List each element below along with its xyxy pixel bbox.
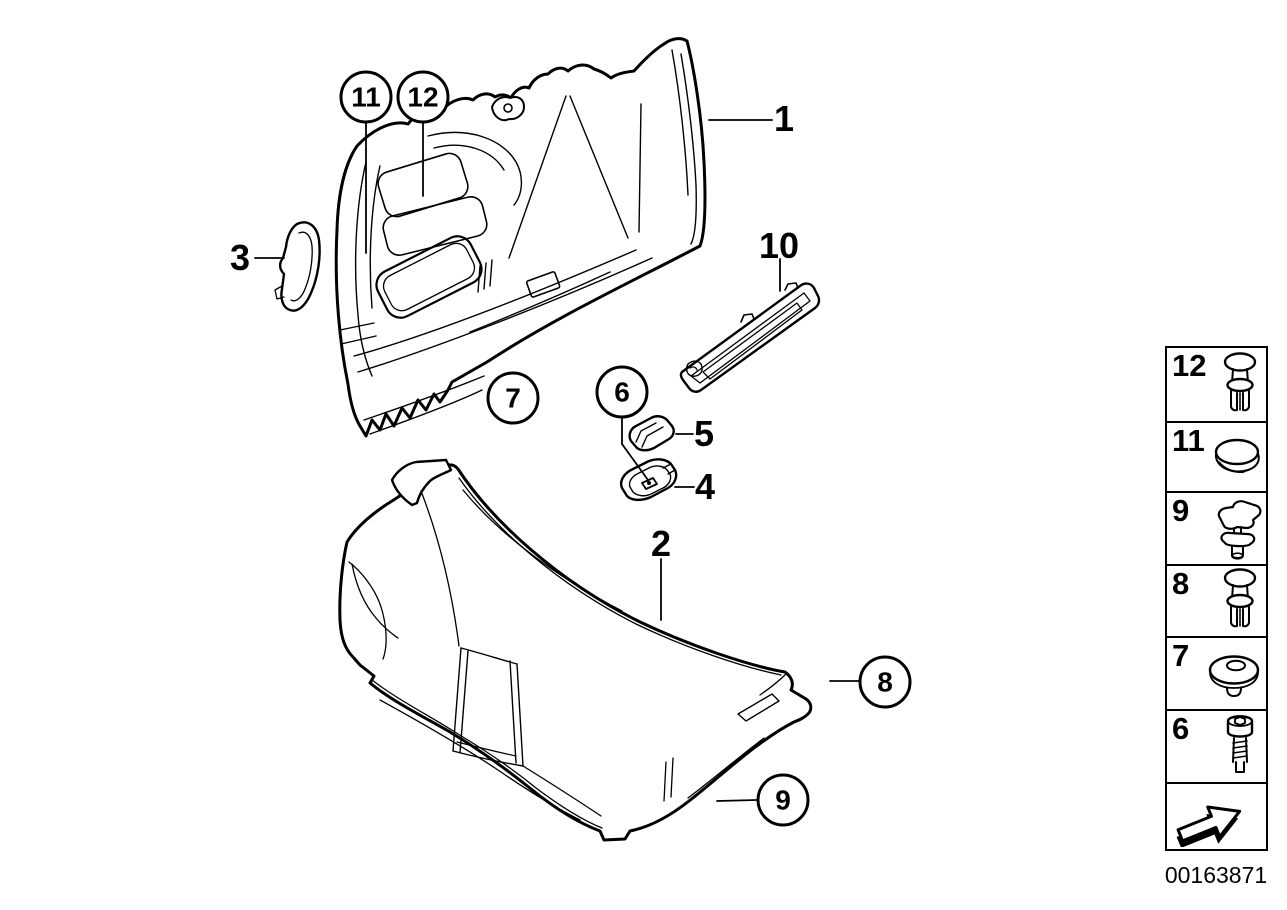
legend-part-number: 8	[1172, 566, 1190, 601]
callout-5[interactable]: 5	[694, 416, 714, 452]
socket-screw-icon	[1226, 714, 1254, 773]
legend-part-number: 6	[1172, 711, 1190, 746]
legend-row-8[interactable]: 8	[1167, 566, 1266, 638]
callout-label: 5	[693, 413, 715, 454]
callout-label: 10	[758, 225, 800, 266]
push-rivet-icon	[1223, 351, 1257, 411]
push-rivet-icon	[1223, 568, 1257, 628]
blanking-plug-icon	[1214, 438, 1260, 474]
callout-label: 11	[351, 81, 381, 112]
callout-label: 9	[775, 784, 791, 815]
callout-label: 2	[650, 523, 672, 564]
part5-cap-drawing	[628, 415, 675, 452]
legend-row-9[interactable]: 9	[1167, 493, 1266, 566]
part1-side-trim-panel-drawing	[334, 37, 707, 438]
callout-12[interactable]: 12	[396, 70, 450, 124]
callout-1[interactable]: 1	[774, 101, 794, 137]
part3-cover-drawing	[274, 221, 321, 312]
legend-part-number: 9	[1172, 493, 1190, 528]
legend-row-11[interactable]: 11	[1167, 423, 1266, 493]
callout-label: 8	[877, 666, 893, 697]
leader-line-6	[621, 416, 649, 481]
legend-row-arrow[interactable]	[1167, 784, 1266, 849]
callout-3[interactable]: 3	[230, 240, 250, 276]
callout-label: 6	[614, 376, 630, 407]
leader-lines	[254, 119, 860, 802]
callout-label: 7	[505, 382, 521, 413]
callout-2[interactable]: 2	[651, 526, 671, 562]
callout-10[interactable]: 10	[759, 228, 799, 264]
diagram-arrow-icon	[1176, 804, 1242, 847]
callout-label: 4	[694, 466, 716, 507]
part10-trim-strip-drawing	[679, 282, 821, 393]
legend-part-number: 11	[1172, 423, 1205, 458]
expanding-rivet-icon	[1217, 499, 1262, 560]
drawing-number: 00163871	[1164, 862, 1268, 888]
callout-label: 12	[407, 81, 439, 112]
callout-label: 3	[229, 237, 251, 278]
callout-9[interactable]: 9	[756, 773, 810, 827]
grommet-nut-icon	[1208, 654, 1260, 697]
callout-7[interactable]: 7	[486, 371, 540, 425]
legend-row-12[interactable]: 12	[1167, 348, 1266, 423]
legend-row-7[interactable]: 7	[1167, 638, 1266, 711]
legend-part-number: 7	[1172, 638, 1190, 673]
callout-4[interactable]: 4	[695, 469, 715, 505]
callout-6[interactable]: 6	[595, 365, 649, 419]
leader-line-9	[716, 799, 758, 802]
callout-label: 1	[773, 98, 795, 139]
legend-row-6[interactable]: 6	[1167, 711, 1266, 784]
callout-11[interactable]: 11	[339, 70, 393, 124]
callout-8[interactable]: 8	[858, 655, 912, 709]
part2-lid-trim-panel-drawing	[338, 458, 813, 842]
fastener-legend: 12 11 9	[1165, 346, 1268, 851]
legend-part-number: 12	[1172, 348, 1207, 383]
